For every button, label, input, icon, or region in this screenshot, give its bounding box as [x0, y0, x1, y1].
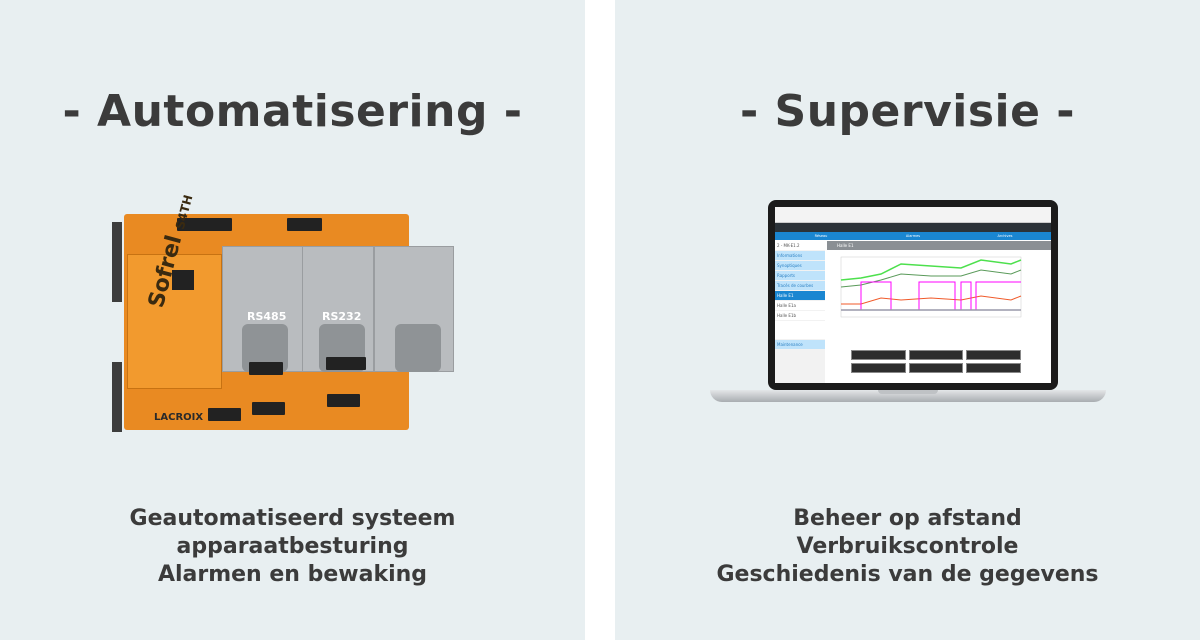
rs485-label: RS485 — [247, 310, 287, 323]
automation-features: Geautomatiseerd systeem apparaatbesturin… — [129, 506, 456, 587]
supervision-title: - Supervisie - — [739, 86, 1076, 137]
lacroix-logo: LACROIX — [154, 412, 204, 423]
supervision-panel: - Supervisie - Beheer op afstand Verbrui… — [615, 0, 1200, 640]
automation-panel: - Automatisering - Sofrel S4TH RS485 RS2… — [0, 0, 585, 640]
supervision-features: Beheer op afstand Verbruikscontrole Gesc… — [716, 506, 1099, 587]
automation-title: - Automatisering - — [62, 86, 523, 137]
trend-chart — [840, 256, 1022, 318]
rs232-label: RS232 — [322, 310, 362, 323]
sofrel-device-image: Sofrel S4TH RS485 RS232 LACROIX — [112, 193, 457, 434]
